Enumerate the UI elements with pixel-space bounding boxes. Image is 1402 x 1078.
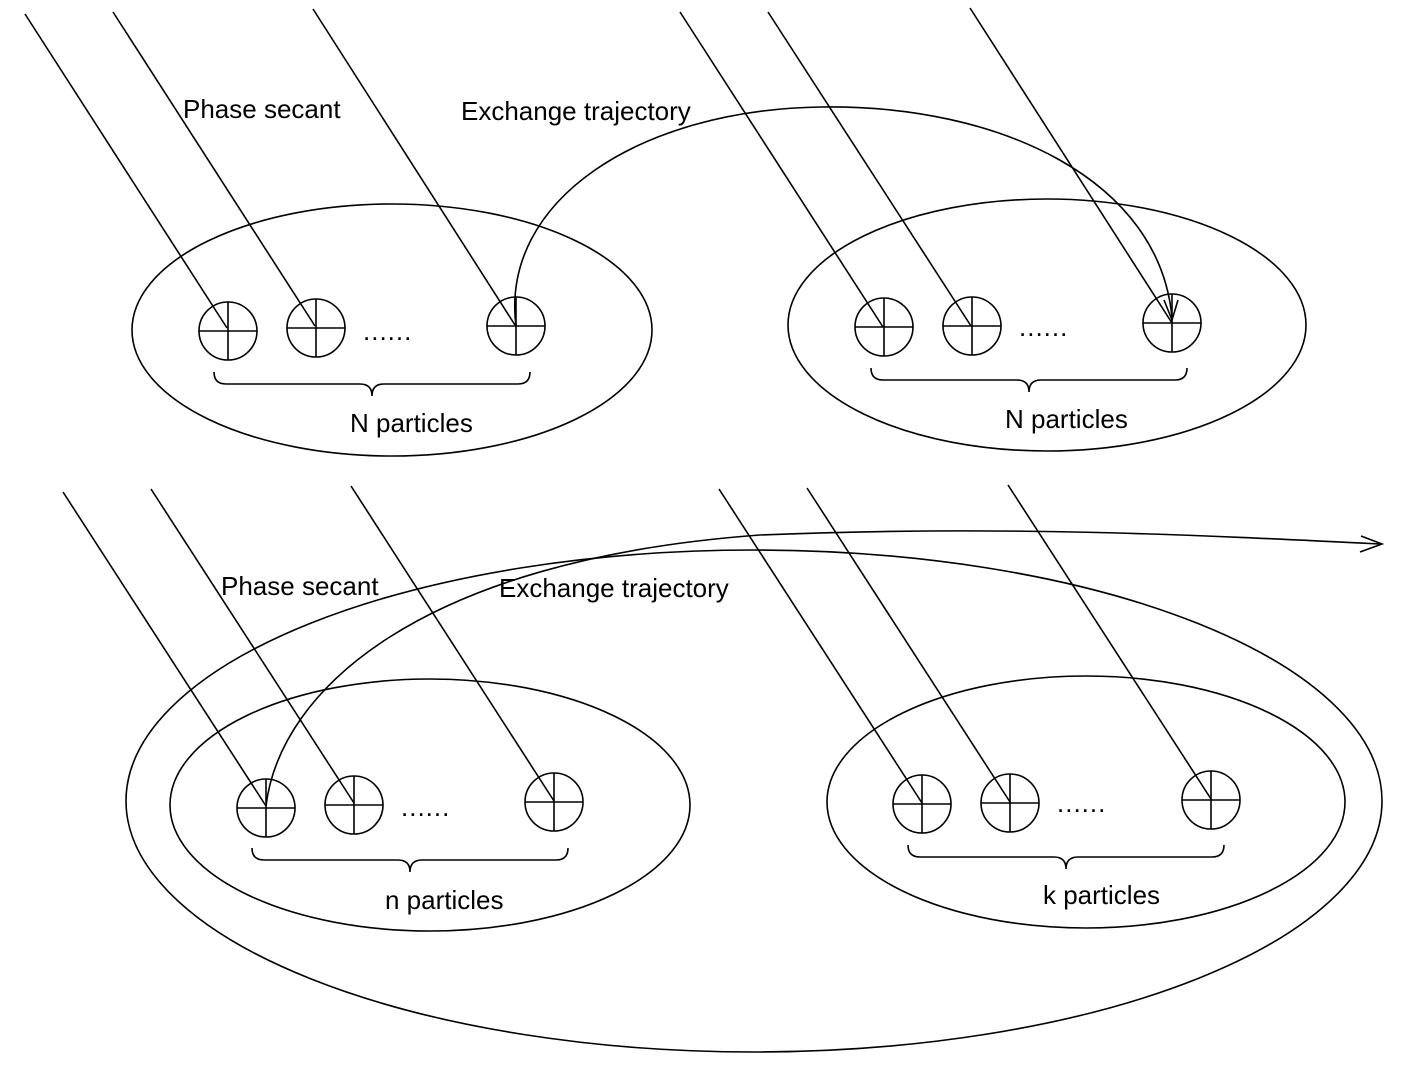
phase-secant-line — [806, 487, 1011, 803]
ellipsis-text: ...... — [363, 316, 412, 346]
combined-system-ellipse — [125, 549, 1383, 1053]
bottom-left-system-ellipse — [169, 678, 691, 932]
brace — [213, 371, 531, 397]
group-label: N particles — [350, 408, 473, 438]
ellipsis-text: ...... — [1019, 312, 1068, 342]
particle-icon — [892, 774, 952, 834]
group-label: n particles — [385, 885, 504, 915]
particle-icon — [324, 775, 384, 835]
phase-secant-line — [1007, 484, 1212, 800]
phase-secant-line — [718, 488, 923, 804]
phase-secant-label: Phase secant — [221, 571, 379, 601]
arrowhead-icon — [1163, 299, 1179, 323]
particle-icon — [236, 778, 296, 838]
phase-secant-line — [24, 13, 228, 329]
particle-icon — [524, 772, 584, 832]
ellipsis-text: ...... — [1057, 788, 1106, 818]
top-panel: ...... ...... N particles N particles Ph… — [24, 7, 1307, 457]
exchange-trajectory-arc — [513, 106, 1173, 327]
phase-secant-line — [767, 11, 972, 327]
top-right-system-ellipse — [787, 198, 1307, 452]
particle-icon — [286, 298, 346, 358]
group-label: N particles — [1005, 404, 1128, 434]
exchange-trajectory-label: Exchange trajectory — [499, 573, 729, 603]
top-left-system-ellipse — [131, 203, 653, 457]
phase-secant-line — [112, 11, 316, 327]
particle-icon — [1142, 293, 1202, 353]
bottom-panel: ...... ...... n particles k particles Ph… — [62, 484, 1385, 1053]
particle-icon — [942, 296, 1002, 356]
brace — [251, 847, 569, 873]
brace — [907, 844, 1225, 870]
phase-secant-line — [350, 485, 555, 802]
particle-icon — [854, 297, 914, 357]
particle-icon — [198, 301, 258, 361]
phase-secant-line — [679, 11, 884, 328]
brace — [870, 367, 1188, 393]
ellipsis-text: ...... — [401, 792, 450, 822]
group-label: k particles — [1043, 880, 1160, 910]
particle-icon — [980, 773, 1040, 833]
phase-secant-line — [62, 491, 267, 807]
exchange-trajectory-arc — [265, 530, 1381, 807]
phase-secant-line — [150, 488, 355, 804]
bottom-right-system-ellipse — [826, 675, 1346, 929]
exchange-trajectory-label: Exchange trajectory — [461, 96, 691, 126]
arrowhead-icon — [1359, 535, 1385, 553]
phase-secant-line — [969, 7, 1173, 324]
particle-icon — [1181, 770, 1241, 830]
phase-secant-label: Phase secant — [183, 94, 341, 124]
phase-secant-line — [312, 8, 516, 326]
